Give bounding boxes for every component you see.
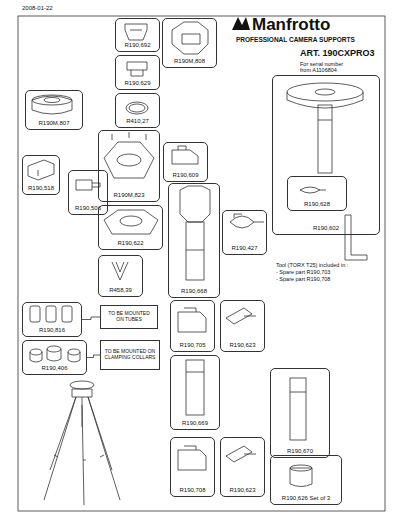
part-box: R190,692	[115, 18, 160, 52]
part-box: R190,518	[22, 155, 60, 195]
part-number: TO BE MOUNTED ON TUBES	[103, 311, 155, 322]
part-box: R190,427	[222, 210, 267, 255]
part-number: R190,670	[286, 448, 314, 455]
part-box: R190,506	[68, 170, 108, 215]
part-number: R190,623	[228, 342, 256, 349]
part-box: R190,668	[168, 183, 220, 298]
part-box: R190,609	[163, 142, 208, 182]
note-box: TO BE MOUNTED ON CLAMPING COLLARS	[100, 340, 160, 370]
connector-line	[82, 317, 100, 320]
part-number: R190,668	[180, 288, 208, 295]
part-number: R190,622	[116, 240, 144, 247]
part-box: R190,623	[220, 437, 265, 497]
part-number: R190M,823	[112, 192, 145, 199]
label-text: PROFESSIONAL CAMERA SUPPORTS	[236, 36, 355, 43]
part-box: R410,27	[115, 93, 160, 128]
part-number: R190,692	[123, 42, 151, 49]
part-number: R190,626 Set of 3	[281, 495, 331, 502]
label-text: - Spare part R190,708	[276, 276, 330, 282]
part-box: R190M,808	[162, 18, 217, 68]
part-box: R190,622	[98, 205, 163, 250]
part-number: TO BE MOUNTED ON CLAMPING COLLARS	[103, 349, 157, 360]
part-number: R190,518	[27, 185, 55, 192]
part-box: R190,629	[115, 55, 160, 90]
brand-logo: Manfrotto	[252, 16, 330, 35]
part-number: R190,816	[38, 327, 66, 334]
part-box: R190,670	[270, 368, 330, 458]
part-number: R190,708	[178, 487, 206, 494]
label-text: Tool (TORX T25) included in :	[276, 262, 348, 268]
part-number: R190,629	[123, 80, 151, 87]
part-box: R190,708	[170, 437, 215, 497]
part-box: R190,623	[220, 300, 265, 352]
part-number: R410,27	[125, 118, 150, 125]
part-number: R190,669	[181, 420, 209, 427]
part-box: R190,628	[287, 176, 347, 211]
part-number: R190,705	[178, 342, 206, 349]
part-box: R190,669	[170, 355, 220, 430]
part-number: R190M,807	[37, 120, 70, 127]
part-box: R190M,807	[25, 90, 83, 130]
part-box: R190,705	[170, 300, 215, 352]
part-box: R458,39	[98, 255, 143, 297]
part-box: R190,626 Set of 3	[270, 455, 342, 505]
note-box: TO BE MOUNTED ON TUBES	[100, 305, 158, 329]
part-number: R458,39	[108, 287, 133, 294]
label-text: For serial number from A1106804	[300, 61, 352, 73]
connector-line	[87, 355, 100, 358]
part-number: R190M,808	[173, 58, 206, 65]
part-number: R190,602	[312, 225, 340, 232]
label-text: - Spare part R190,703	[276, 269, 330, 275]
part-box: R190,602 R190,628	[272, 75, 380, 235]
part-number: R190,623	[228, 487, 256, 494]
part-box: R190,816	[22, 302, 82, 337]
label-text: ART. 190CXPRO3	[300, 49, 375, 59]
part-box: R190,406	[22, 340, 87, 375]
part-number: R190,609	[171, 172, 199, 179]
part-number: R190,406	[40, 365, 68, 372]
part-number: R190,427	[230, 245, 258, 252]
part-number: R190,628	[303, 201, 331, 208]
label-text: 2008-01-22	[22, 5, 53, 12]
